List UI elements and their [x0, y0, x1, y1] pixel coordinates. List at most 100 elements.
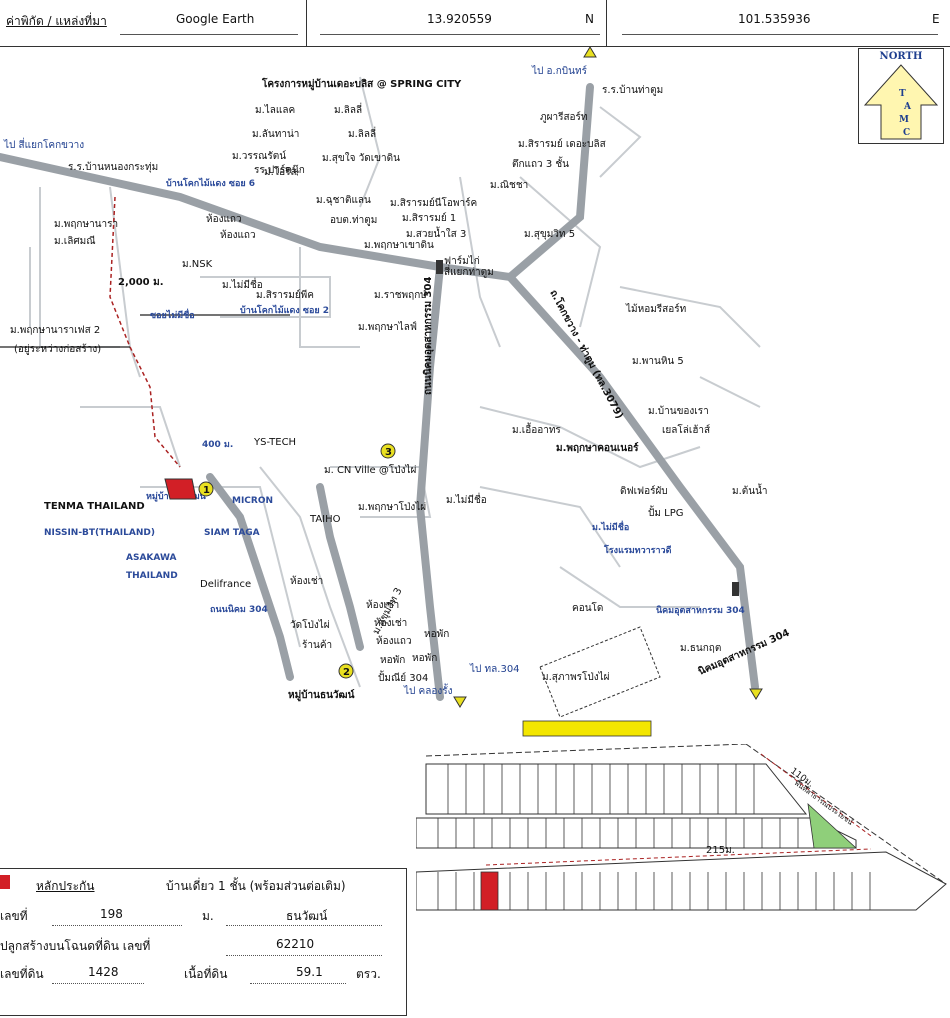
map-label-21: ม.สิรารมย์ 1: [402, 212, 456, 224]
header-divider-2: [606, 0, 607, 46]
map-label-8: ม.ลันทาน่า: [252, 129, 299, 140]
village-banner: [522, 720, 652, 737]
north-letter-m: M: [899, 115, 909, 125]
map-label-54: ดิฟเฟอร์ผับ: [620, 485, 668, 497]
map-label-18: ม.สิรารมย์ เดอะบลิส: [518, 138, 606, 150]
minor-roads: [29, 76, 761, 688]
main-roads: [0, 83, 759, 701]
source-value: Google Earth: [176, 12, 255, 26]
traffic-light-icon-2: [732, 582, 739, 596]
map-label-5: ม.ไลแลค: [255, 104, 295, 116]
map-label-28: ม.เลิศมณี: [54, 235, 96, 247]
map-label-86: ม.สุภาพรโป่งไผ่: [542, 670, 610, 683]
map-label-87: หมู่บ้านธนวัฒน์: [288, 689, 355, 702]
map-label-13: บ้านโคกไม้แดง ซอย 6: [166, 177, 255, 189]
arrow-north-icon: [583, 47, 597, 58]
map-label-81: หอพัก: [380, 655, 405, 666]
map-label-34: ม.สิรารมย์พีค: [256, 289, 314, 301]
dim-bottom-label: 215ม.: [706, 845, 735, 856]
arrow-south-icon: [749, 688, 763, 700]
map-label-24: ม.พฤกษาเขาดิน: [364, 240, 434, 251]
marker-1: 1: [198, 481, 214, 497]
map-label-0: โครงการหมู่บ้านเดอะบลิส @ SPRING CITY: [261, 77, 462, 91]
map-label-61: NISSIN-BT(THAILAND): [44, 528, 155, 538]
map-label-70: ห้องเช่า: [374, 617, 407, 629]
location-map: โครงการหมู่บ้านเดอะบลิส @ SPRING CITY ไป …: [0, 47, 791, 737]
map-label-20: ม.สิรารมย์นีโอพาร์ค: [390, 196, 477, 209]
map-label-51: ม. CN Ville @โป่งไผ่: [324, 463, 417, 476]
land-no-label: เลขที่ดิน: [0, 967, 44, 981]
map-label-41: ไม้หอมรีสอร์ท: [625, 303, 686, 315]
map-label-68: ห้องเช่า: [290, 575, 323, 587]
map-label-50: YS-TECH: [253, 437, 296, 448]
map-label-71: ห้องแถว: [376, 635, 412, 647]
village-label: ม.: [202, 909, 214, 923]
map-label-45: ม.บ้านของเรา: [648, 405, 709, 417]
map-label-17: ม.ณิชชา: [490, 180, 528, 191]
map-label-47: ม.เอื้ออาทร: [512, 422, 561, 436]
map-label-80: หอพัก: [412, 653, 437, 664]
map-label-84: ไป คลองรั้ง: [403, 683, 453, 697]
map-label-75: ถนนนิคม 304: [210, 604, 268, 615]
map-label-82: ปั้มณีย์ 304: [378, 670, 428, 684]
map-label-7: ม.ลิลลี่: [348, 126, 376, 140]
map-label-65: ASAKAWA: [126, 553, 176, 563]
deed-underline: [226, 955, 382, 956]
map-label-30: ห้องแถว: [220, 229, 256, 241]
map-label-73: คอนโด: [572, 601, 603, 614]
map-label-60: MICRON: [232, 496, 273, 506]
plan-top-boundary: [425, 744, 747, 757]
latitude-direction: N: [585, 12, 594, 26]
map-label-56: ปั้ม LPG: [648, 505, 683, 519]
area-underline: [250, 983, 346, 984]
map-label-29: ห้องแถว: [206, 213, 242, 225]
map-label-76: ม.ธนกฤต: [680, 643, 721, 654]
map-label-46: เยลโล่เฮ้าส์: [662, 423, 710, 436]
map-label-11: ม.สุขใจ วัดเขาดิน: [322, 152, 400, 164]
map-label-27: ม.พฤกษานารา: [54, 219, 118, 230]
map-label-74: นิคมอุตสาหกรรม 304: [656, 605, 745, 616]
north-letter-c: C: [903, 128, 910, 138]
map-label-57: ม.ไม่มีชื่อ: [592, 520, 629, 533]
map-label-37: ซอยไม่มีชื่อ: [150, 308, 195, 321]
arrow-south-icon-2: [453, 696, 467, 708]
village-value: ธนวัฒน์: [286, 909, 328, 923]
legend-swatch: [0, 875, 10, 889]
marker-2: 2: [338, 663, 354, 679]
area-unit: ตรว.: [356, 967, 381, 981]
map-label-9: ม.วรรณรัตน์: [232, 150, 286, 162]
land-no-underline: [52, 983, 144, 984]
marker-3: 3: [380, 443, 396, 459]
north-letter-a: A: [903, 102, 912, 112]
site-plan: 215ม. 110ม. พื้นที่สาธารณประโยชน์: [416, 744, 947, 911]
map-label-6: ม.ลิลลี่: [334, 102, 362, 116]
source-underline: [120, 34, 298, 35]
map-label-3: ไป สี่แยกโคกขวาง: [3, 137, 84, 151]
house-no-label: เลขที่: [0, 909, 28, 923]
map-label-23: ม.สุขุมวิท 5: [524, 229, 575, 240]
map-label-26: สี่แยกท่าตูม: [444, 264, 494, 278]
map-label-42: ม.พานหิน 5: [632, 356, 684, 367]
map-label-55: ม.ต้นน้ำ: [732, 483, 768, 497]
target-plot-icon: [164, 478, 197, 500]
map-label-2: ร.ร.บ้านท่าตูม: [602, 84, 663, 96]
map-label-12: ร.ร.บ้านหนองกระทุ่ม: [68, 161, 158, 173]
north-indicator: NORTH T A M C: [858, 48, 944, 144]
map-label-36: ม.พฤกษาไลฟ์: [358, 321, 417, 333]
map-label-53: ม.ไม่มีชื่อ: [446, 492, 487, 506]
map-label-25: ฟาร์มไก่: [444, 255, 480, 267]
map-labels: โครงการหมู่บ้านเดอะบลิส @ SPRING CITY ไป …: [3, 65, 791, 702]
latitude-underline: [320, 34, 600, 35]
map-label-39: ม.พฤกษานาราเฟส 2: [10, 325, 100, 336]
map-label-22: ม.สวยน้ำใส 3: [406, 226, 466, 240]
map-label-35: ม.ราชพฤกษ์: [374, 289, 427, 301]
north-letter-t: T: [899, 89, 906, 99]
north-title: NORTH: [880, 51, 923, 62]
map-label-79: ร้านค้า: [302, 639, 332, 651]
collateral-label: หลักประกัน: [36, 879, 95, 893]
map-label-43: ถนนนิคมอุตสาหกรรม 304: [422, 277, 434, 395]
map-label-48: ม.พฤกษาคอนเนอร์: [556, 442, 639, 454]
green-area: [807, 802, 858, 849]
soi-lines: [0, 314, 290, 348]
header-bar: ค่าพิกัด / แหล่งที่มา Google Earth 13.92…: [0, 0, 950, 47]
